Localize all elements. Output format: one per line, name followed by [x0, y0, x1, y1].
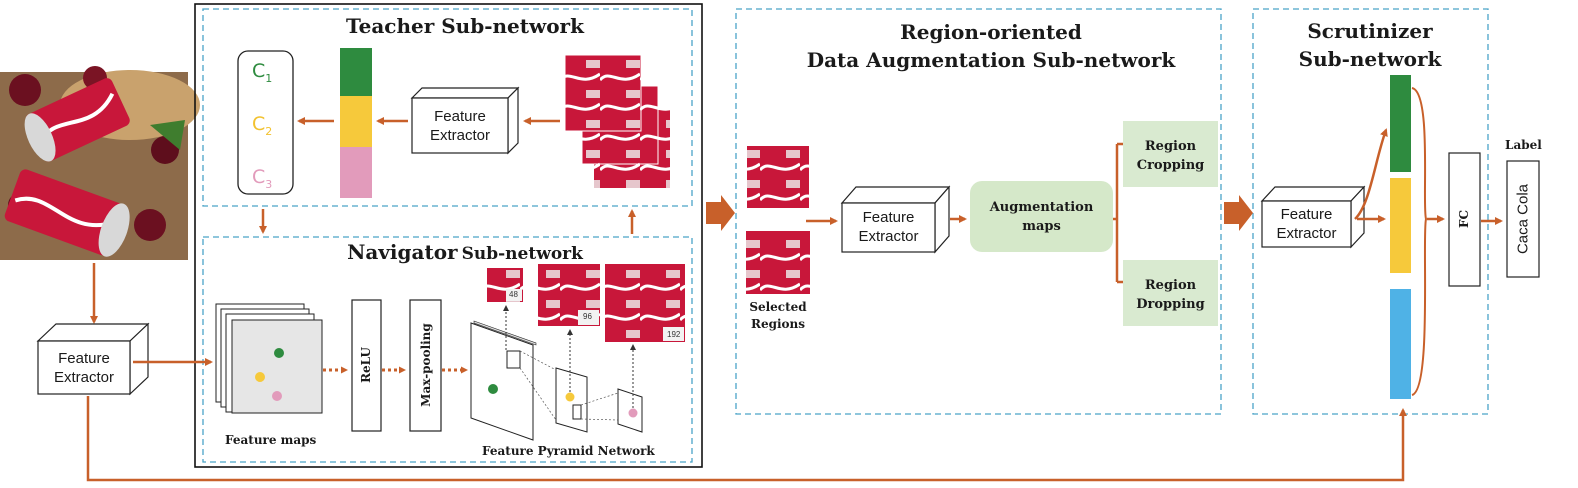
fpn-diagram — [470, 305, 643, 441]
main-frame — [194, 3, 703, 468]
scrutinizer-bar-yellow — [1390, 178, 1411, 273]
teacher-title: Teacher Sub-network — [346, 14, 584, 38]
scrutinizer-title-line1: Scrutinizer — [1307, 19, 1433, 43]
navigator-frame — [202, 236, 693, 463]
scrutinizer-bar-green — [1390, 75, 1411, 172]
teacher-extractor-line2: Extractor — [429, 127, 490, 144]
scrutinizer-extractor-line2: Extractor — [1276, 225, 1337, 242]
class-label-2: C2 — [252, 113, 272, 138]
teacher-frame — [202, 8, 693, 207]
teacher-feature-extractor — [410, 86, 520, 155]
class-box — [237, 50, 294, 195]
navigator-title: Navigator Sub-network — [300, 240, 630, 264]
teacher-bar-green — [340, 48, 372, 96]
scrutinizer-bar-blue — [1390, 289, 1411, 399]
label-header: Label — [1505, 138, 1542, 152]
region-dropping-box — [1123, 260, 1218, 326]
class-letter-3: C — [252, 166, 266, 188]
region-title-line1: Region-oriented — [900, 20, 1082, 44]
fc-label: FC — [1457, 209, 1471, 229]
region-feature-extractor — [840, 185, 951, 254]
selected-line2: Regions — [750, 317, 806, 331]
class-sub-2: 2 — [265, 124, 273, 138]
fc-box — [1448, 152, 1481, 287]
drop-line1: Region — [1144, 278, 1197, 293]
aug-line1: Augmentation — [989, 200, 1094, 215]
navigator-title-rest: Sub-network — [461, 244, 583, 264]
augmentation-maps-box — [970, 181, 1113, 252]
selected-region-crops — [746, 146, 810, 294]
drop-line2: Dropping — [1136, 297, 1205, 312]
class-sub-3: 3 — [265, 177, 273, 191]
teacher-bar-pink — [340, 147, 372, 198]
scrutinizer-title-line2: Sub-network — [1298, 47, 1442, 71]
region-cropping-box — [1123, 121, 1218, 187]
augmentation-maps-label: Augmentation maps — [970, 198, 1113, 236]
scale-label-96: 96 — [583, 312, 592, 321]
region-frame — [735, 8, 1222, 415]
relu-box — [351, 299, 382, 432]
scale-label-192: 192 — [667, 330, 681, 339]
fpn-label: Feature Pyramid Network — [482, 444, 655, 458]
arrow-extractor-to-green — [1354, 128, 1388, 220]
class-label-1: C1 — [252, 60, 272, 85]
big-arrow-to-scrutinizer — [1224, 195, 1253, 231]
class-letter-1: C — [252, 60, 266, 82]
input-image — [0, 66, 200, 260]
maxpool-box — [409, 299, 442, 432]
big-arrow-to-region — [706, 195, 735, 231]
navigator-title-bold: Navigator — [347, 240, 458, 264]
branch-brace — [1113, 142, 1124, 284]
crop-line2: Cropping — [1136, 158, 1205, 173]
teacher-region-crops — [564, 54, 670, 188]
region-extractor-line1: Feature — [862, 209, 915, 226]
fpn-crop-48 — [487, 268, 523, 302]
fpn-crop-192 — [605, 264, 685, 342]
aug-line2: maps — [1022, 219, 1061, 234]
scrutinizer-extractor-line1: Feature — [1280, 206, 1333, 223]
teacher-bar-yellow — [340, 96, 372, 147]
scale-label-48: 48 — [509, 290, 518, 299]
crop-line1: Region — [1144, 139, 1197, 154]
fpn-crop-96 — [538, 264, 600, 326]
label-value: Caca Cola — [1514, 183, 1532, 255]
feature-maps-label: Feature maps — [225, 433, 317, 447]
input-extractor-line2: Extractor — [53, 369, 114, 386]
maxpool-label: Max-pooling — [419, 323, 433, 407]
label-box — [1506, 160, 1540, 278]
teacher-extractor-line1: Feature — [434, 108, 486, 125]
scrutinizer-brace — [1411, 87, 1428, 396]
class-letter-2: C — [252, 113, 266, 135]
skip-connection-arrow — [86, 396, 1407, 482]
region-extractor-line2: Extractor — [858, 228, 919, 245]
relu-label: ReLU — [359, 347, 373, 383]
input-feature-extractor — [36, 322, 150, 396]
class-label-3: C3 — [252, 166, 272, 191]
region-title-line2: Data Augmentation Sub-network — [806, 48, 1176, 72]
selected-line1: Selected — [749, 300, 807, 314]
feature-maps-stack — [215, 303, 323, 414]
class-sub-1: 1 — [265, 71, 273, 85]
input-extractor-line1: Feature — [58, 350, 110, 367]
scrutinizer-feature-extractor — [1260, 185, 1366, 249]
